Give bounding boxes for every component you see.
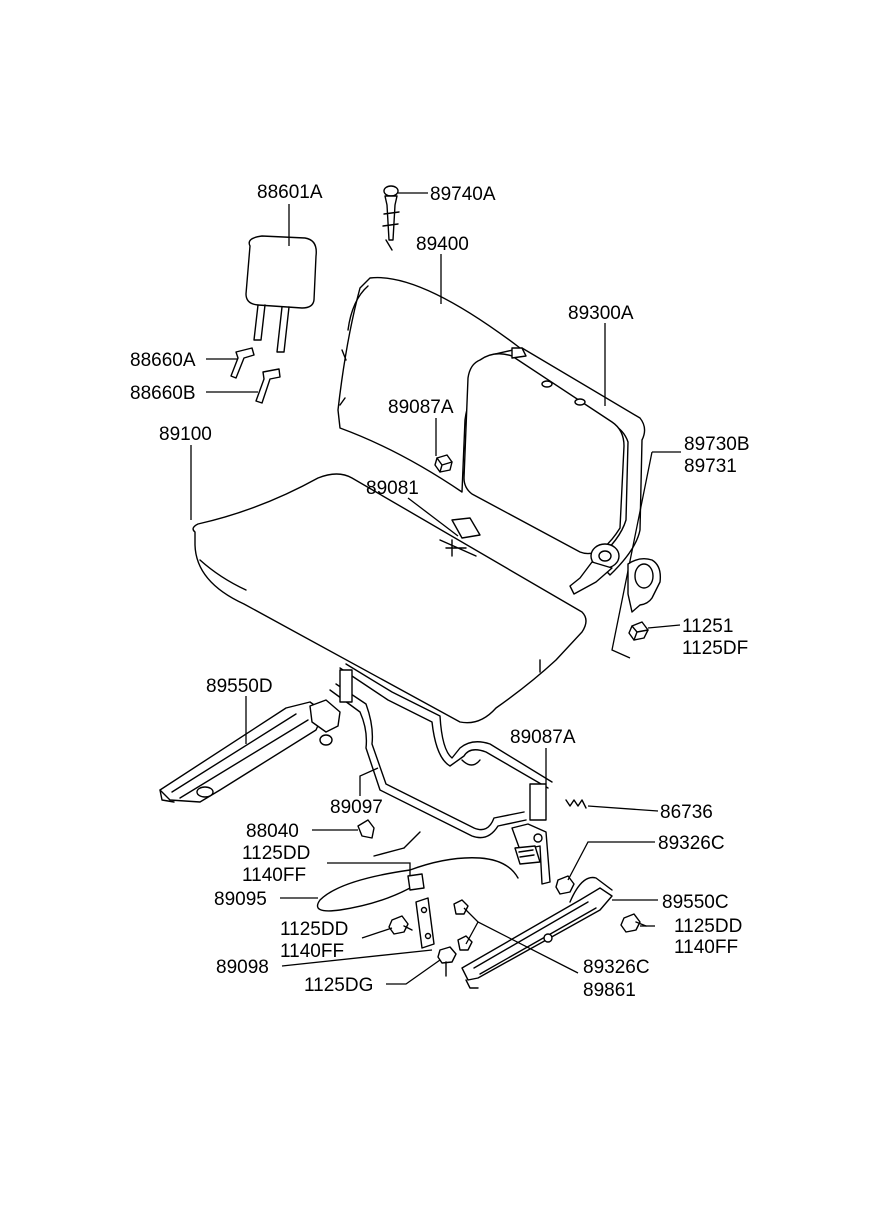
label-89095[interactable]: 89095 [214, 889, 267, 910]
seatback-pin [382, 185, 400, 251]
label-1140FF-b[interactable]: 1140FF [674, 937, 738, 958]
label-86736[interactable]: 86736 [660, 802, 713, 823]
label-89081[interactable]: 89081 [366, 478, 419, 499]
label-1125DD-a[interactable]: 1125DD [242, 843, 310, 864]
label-89861[interactable]: 89861 [583, 980, 636, 1001]
seat-cushion [192, 473, 587, 724]
side-trim-bracket [611, 451, 662, 659]
belt-buckle [439, 517, 481, 557]
latch-assembly [511, 823, 551, 885]
label-89300A[interactable]: 89300A [568, 303, 634, 324]
release-cable [316, 831, 519, 912]
cable-clip [357, 819, 375, 839]
headrest-guide-a [230, 347, 255, 379]
leader-lines [190, 192, 681, 985]
strap-89098 [415, 897, 435, 949]
label-89087A-lower[interactable]: 89087A [510, 727, 576, 748]
label-11251[interactable]: 11251 [682, 616, 733, 637]
label-89097[interactable]: 89097 [330, 797, 383, 818]
label-88660B[interactable]: 88660B [130, 383, 196, 404]
label-89731[interactable]: 89731 [684, 456, 737, 477]
rail-left [159, 699, 341, 803]
seat-frame [329, 663, 553, 839]
headrest-guide-b [255, 368, 281, 404]
bolt-1125DG [437, 946, 457, 977]
label-1125DF[interactable]: 1125DF [682, 638, 748, 659]
nut-89326C-lower [453, 899, 469, 915]
label-88040[interactable]: 88040 [246, 821, 299, 842]
bolt-1125DD-right [620, 913, 647, 933]
label-89550D[interactable]: 89550D [206, 676, 273, 697]
nut-89326C-right [555, 875, 575, 895]
spring [565, 799, 587, 809]
label-1140FF-a[interactable]: 1140FF [242, 865, 306, 886]
label-89098[interactable]: 89098 [216, 957, 269, 978]
headrest [245, 235, 317, 353]
label-89400[interactable]: 89400 [416, 234, 469, 255]
bolt-11251 [628, 621, 649, 641]
label-88601A[interactable]: 88601A [257, 182, 323, 203]
label-89100[interactable]: 89100 [159, 424, 212, 445]
seatback-frame [463, 347, 646, 595]
part-labels: 88601A 89740A 89400 89300A 88660A 88660B… [130, 182, 750, 1001]
label-89087A-upper[interactable]: 89087A [388, 397, 454, 418]
bolt-89087A-upper [434, 454, 453, 473]
label-89326C-lower[interactable]: 89326C [583, 957, 650, 978]
label-89550C[interactable]: 89550C [662, 892, 729, 913]
label-1125DD-b[interactable]: 1125DD [674, 916, 742, 937]
seatback-cushion [337, 276, 521, 493]
rail-right [461, 876, 613, 989]
label-89730B[interactable]: 89730B [684, 434, 750, 455]
label-1125DD-c[interactable]: 1125DD [280, 919, 348, 940]
label-89740A[interactable]: 89740A [430, 184, 496, 205]
label-1125DG[interactable]: 1125DG [304, 975, 373, 996]
label-89326C-right[interactable]: 89326C [658, 833, 725, 854]
label-1140FF-c[interactable]: 1140FF [280, 941, 344, 962]
label-88660A[interactable]: 88660A [130, 350, 196, 371]
bolt-1125DD-middle [388, 915, 413, 935]
